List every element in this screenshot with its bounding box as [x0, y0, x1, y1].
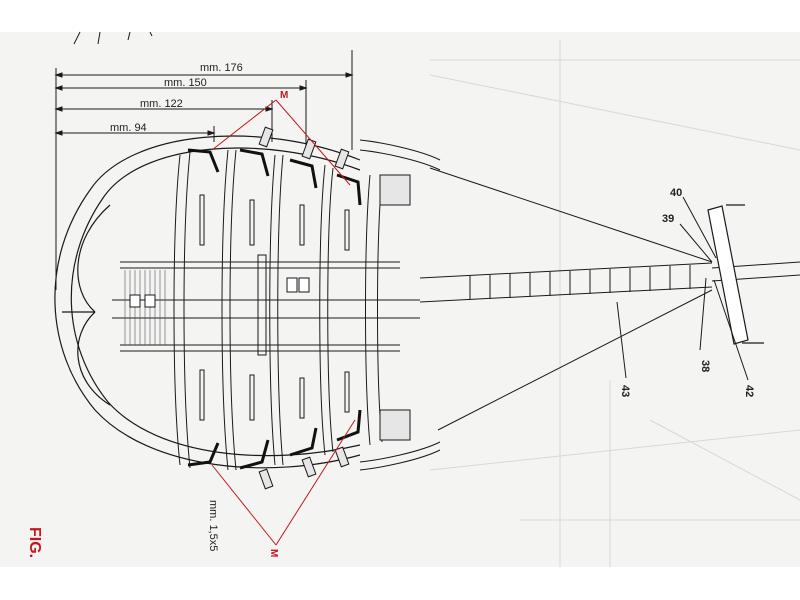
m-marker-lines — [211, 99, 356, 546]
knee-brackets-bottom — [187, 409, 362, 470]
callout-38: 38 — [699, 360, 711, 372]
dimension-label-176: mm. 176 — [200, 62, 243, 74]
dimension-label-150: mm. 150 — [164, 77, 207, 89]
dimension-label-122: mm. 122 — [140, 98, 183, 110]
callout-39: 39 — [662, 213, 674, 225]
marker-m-bottom: M — [268, 549, 279, 557]
cannon-ports — [258, 126, 411, 490]
dimension-label-94: mm. 94 — [110, 122, 147, 134]
shrouds — [429, 167, 713, 431]
bottom-margin — [0, 567, 800, 600]
figure-label: FIG. — [26, 527, 43, 558]
ratlines — [469, 265, 691, 300]
background-faint-lines — [429, 40, 800, 567]
deck-frames — [173, 149, 383, 471]
marker-m-top: M — [280, 90, 288, 101]
dimension-label-1-5x5: mm. 1,5x5 — [207, 500, 219, 551]
hatch-boxes — [129, 277, 310, 308]
callout-leaders — [616, 196, 749, 381]
dimension-lines — [54, 50, 354, 290]
knee-brackets-top — [187, 148, 362, 206]
stanchions — [199, 194, 350, 421]
hull-section — [54, 135, 361, 469]
callout-42: 42 — [743, 385, 755, 397]
channel-wales — [359, 139, 441, 471]
callout-43: 43 — [619, 385, 631, 397]
top-margin — [0, 0, 800, 32]
top-platform — [707, 204, 764, 345]
top-partial-lines — [73, 31, 153, 45]
callout-40: 40 — [670, 187, 682, 199]
